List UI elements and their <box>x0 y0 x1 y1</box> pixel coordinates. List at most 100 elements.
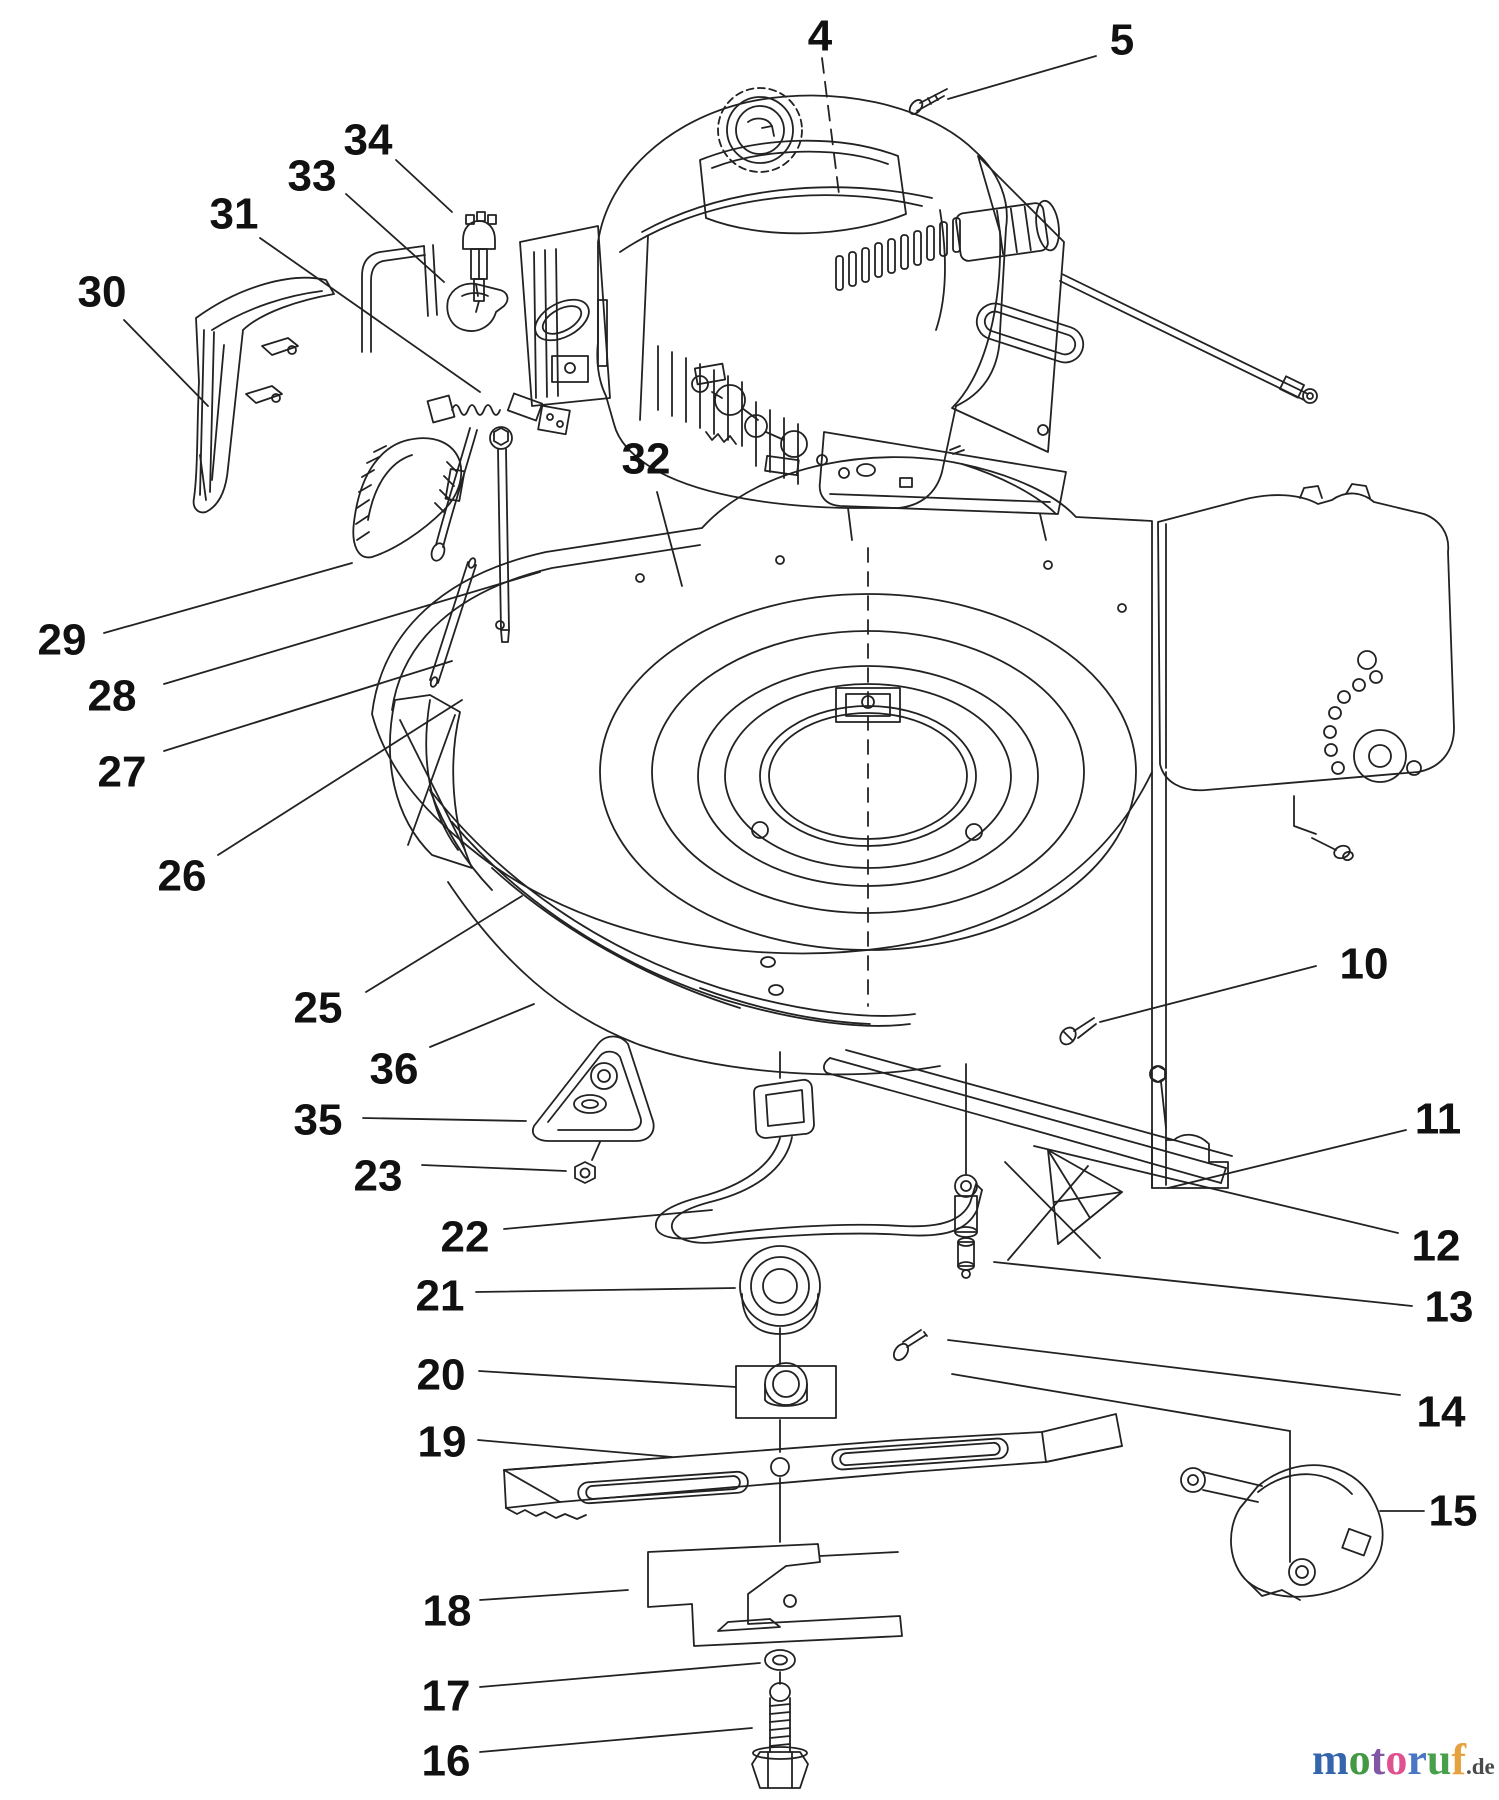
callout-34: 34 <box>344 116 393 165</box>
leader-line-35 <box>362 1117 527 1122</box>
link-rod-27 <box>429 557 477 688</box>
leader-line-25 <box>365 895 523 993</box>
callout-31: 31 <box>210 190 259 239</box>
leader-line-31 <box>259 237 481 393</box>
blade-bolt <box>751 1682 809 1789</box>
spring-cable-26 <box>426 392 571 562</box>
blade-washer <box>764 1649 796 1671</box>
motoruf-letter: r <box>1407 1735 1427 1784</box>
callout-17: 17 <box>422 1672 471 1721</box>
callout-35: 35 <box>294 1096 343 1145</box>
callout-25: 25 <box>294 984 343 1033</box>
callout-20: 20 <box>417 1351 466 1400</box>
belt-guard-28 <box>352 437 463 559</box>
cylinder-fins <box>657 345 799 485</box>
leader-line-33 <box>345 193 445 283</box>
motoruf-letter: o <box>1385 1735 1408 1784</box>
blade-adapter <box>647 1543 903 1647</box>
bushing-spacer <box>735 1362 837 1419</box>
callout-4: 4 <box>808 12 833 61</box>
leader-line-32 <box>656 491 683 587</box>
motoruf-letter: t <box>1370 1735 1386 1784</box>
mower-deck-housing <box>371 456 1153 1007</box>
muffler-icon <box>955 199 1060 262</box>
control-rod <box>1059 273 1318 404</box>
callout-5: 5 <box>1110 16 1134 65</box>
cam-cap-33 <box>446 282 509 332</box>
leader-line-14 <box>947 1339 1401 1396</box>
alignment-lines <box>779 1051 1291 1685</box>
callout-28: 28 <box>88 672 137 721</box>
leader-line-26 <box>217 699 463 856</box>
leader-line-22 <box>503 1209 713 1230</box>
callout-32: 32 <box>622 435 671 484</box>
leader-line-16 <box>479 1727 753 1753</box>
callout-23: 23 <box>354 1152 403 1201</box>
callout-26: 26 <box>158 852 207 901</box>
leader-line-11 <box>1167 1129 1407 1189</box>
debris-cover <box>532 1035 655 1161</box>
deck-front-skirt <box>389 694 941 1076</box>
flange-nut-23 <box>574 1161 596 1184</box>
screw-14 <box>892 1329 928 1362</box>
callout-19: 19 <box>418 1418 467 1467</box>
engine-base <box>818 431 1067 515</box>
callout-11: 11 <box>1415 1095 1462 1144</box>
callout-12: 12 <box>1412 1222 1461 1271</box>
callout-14: 14 <box>1417 1388 1466 1437</box>
callout-36: 36 <box>370 1045 419 1094</box>
callout-30: 30 <box>78 268 127 317</box>
deck-screw-10 <box>1059 1017 1097 1046</box>
leader-line-13 <box>993 1261 1413 1307</box>
callout-10: 10 <box>1340 940 1389 989</box>
fuel-cap-icon <box>717 87 803 173</box>
callout-16: 16 <box>422 1737 471 1786</box>
motoruf-watermark[interactable]: motoruf.de <box>1312 1738 1495 1782</box>
spindle-bearing <box>739 1245 821 1335</box>
knob-screw-34 <box>462 211 497 313</box>
recoil-housing <box>519 225 611 407</box>
leader-line-10 <box>1099 965 1317 1023</box>
engine-shroud-right <box>951 155 1085 453</box>
leader-line-36 <box>429 1003 535 1048</box>
motoruf-letter: u <box>1426 1735 1452 1784</box>
rear-cover-30 <box>192 276 335 514</box>
door-rod <box>361 244 438 353</box>
carburetor-cluster <box>691 362 850 479</box>
leader-line-19 <box>477 1439 673 1458</box>
leader-line-27 <box>163 660 453 752</box>
leader-line-20 <box>478 1370 737 1388</box>
motoruf-word: motoruf <box>1312 1735 1466 1784</box>
brake-bracket <box>655 1078 983 1244</box>
motoruf-suffix: .de <box>1465 1754 1495 1779</box>
callout-13: 13 <box>1425 1283 1474 1332</box>
leader-line-21 <box>475 1287 736 1293</box>
belt-cover-15 <box>1180 1464 1384 1601</box>
callout-22: 22 <box>441 1213 490 1262</box>
oil-bolt-icon <box>908 88 948 115</box>
leader-line-30 <box>123 319 209 407</box>
motoruf-letter: m <box>1312 1735 1349 1784</box>
leader-line-28 <box>163 571 541 685</box>
leader-line-34 <box>395 159 453 213</box>
leader-line-18 <box>479 1589 629 1601</box>
height-adjuster-plate <box>1157 483 1455 862</box>
motoruf-letter: f <box>1451 1735 1466 1784</box>
leader-line-4 <box>821 57 840 195</box>
engine-top-panel <box>699 139 907 235</box>
callout-15: 15 <box>1429 1487 1478 1536</box>
discharge-baffle <box>823 1049 1233 1245</box>
callout-27: 27 <box>98 748 147 797</box>
motoruf-letter: o <box>1348 1735 1371 1784</box>
leader-line-5 <box>947 55 1097 100</box>
leader-line-29 <box>103 562 353 634</box>
callout-21: 21 <box>416 1272 465 1321</box>
vent-slots <box>835 217 961 291</box>
leader-line-17 <box>479 1662 761 1688</box>
mower-blade <box>503 1413 1123 1520</box>
side-chute-plate <box>1004 771 1229 1261</box>
plate-bracket <box>1293 795 1317 835</box>
